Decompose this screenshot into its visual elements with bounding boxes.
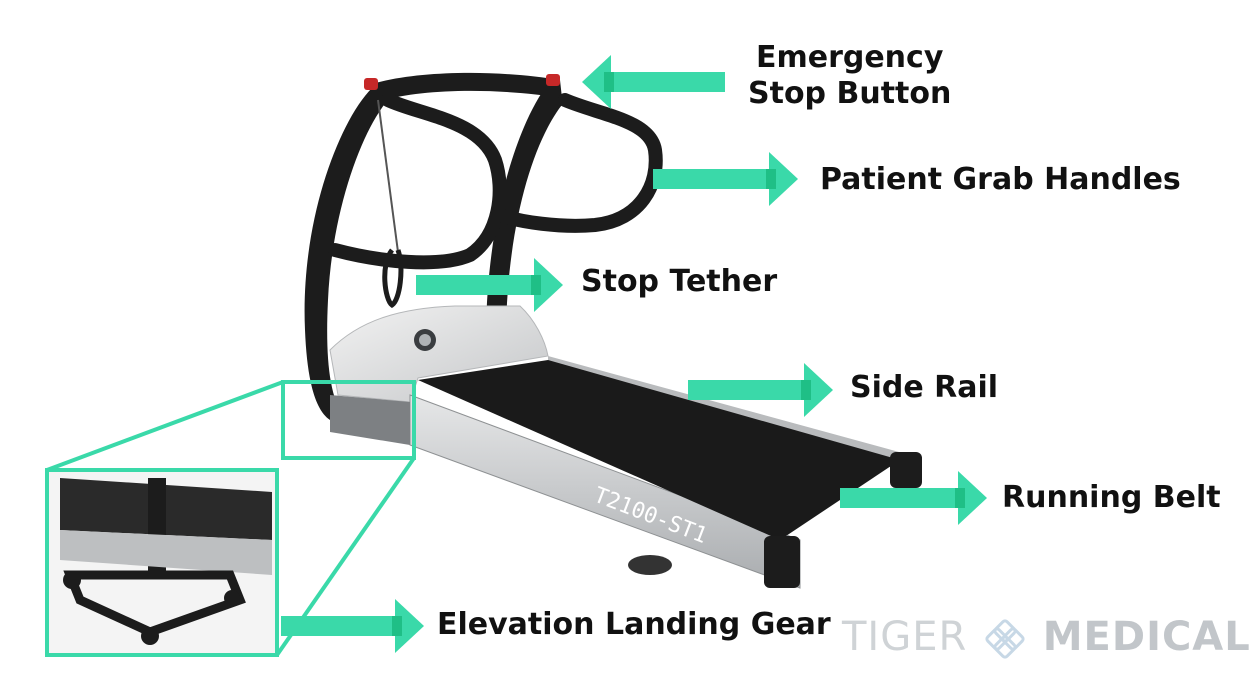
label-stop-tether: Stop Tether [581, 264, 778, 299]
arrow-landing-gear [281, 599, 424, 653]
label-emergency-line2: Stop Button [748, 76, 952, 111]
watermark-medical: MEDICAL [1042, 614, 1250, 660]
label-side-rail: Side Rail [850, 370, 999, 405]
arrow-emergency-stop [582, 55, 725, 109]
treadmill-illustration: T2100-ST1 [304, 72, 922, 589]
label-running-belt: Running Belt [1002, 480, 1221, 515]
zoom-source-box [281, 380, 416, 460]
label-patient-grab-handles: Patient Grab Handles [820, 162, 1181, 197]
arrow-stop-tether [416, 258, 563, 312]
arrow-grab-handles [653, 152, 798, 206]
landing-gear-inset [45, 468, 279, 657]
diamond-knot-icon [985, 619, 1025, 659]
label-elevation-landing-gear: Elevation Landing Gear [437, 607, 831, 642]
arrow-running-belt [840, 471, 987, 525]
brand-watermark: TIGER MEDICAL [842, 614, 1250, 660]
label-emergency-line1: Emergency [755, 40, 944, 75]
arrow-side-rail [688, 363, 833, 417]
zoom-connector-top [46, 380, 284, 472]
watermark-tiger: TIGER [842, 614, 968, 660]
label-emergency-stop-button: Emergency Stop Button [748, 40, 951, 112]
